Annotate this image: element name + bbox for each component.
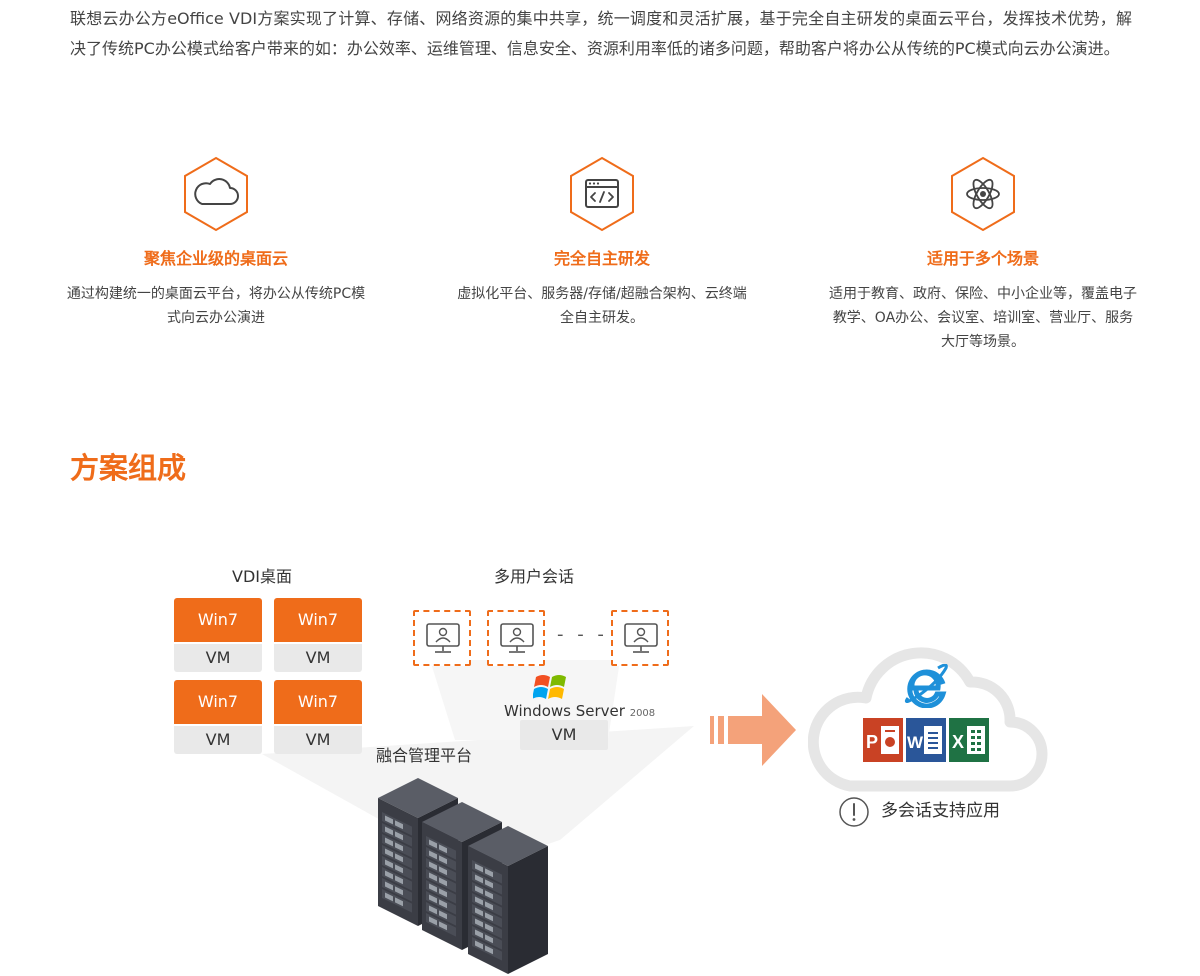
excel-icon: X bbox=[949, 718, 989, 762]
monitor-user-icon bbox=[426, 623, 460, 653]
intro-paragraph: 联想云办公方eOffice VDI方案实现了计算、存储、网络资源的集中共享，统一… bbox=[70, 9, 1132, 58]
feature-list: 聚焦企业级的桌面云 通过构建统一的桌面云平台，将办公从传统PC模式向云办公演进 … bbox=[0, 150, 1200, 370]
vm-label: VM bbox=[274, 726, 362, 754]
vdi-desktop-label: VDI桌面 bbox=[232, 567, 292, 586]
powerpoint-icon: P bbox=[863, 718, 903, 762]
vm-card: Win7 VM bbox=[174, 680, 262, 754]
user-session-box bbox=[611, 610, 669, 666]
svg-text:W: W bbox=[907, 733, 924, 752]
monitor-user-icon bbox=[624, 623, 658, 653]
atom-icon bbox=[951, 156, 1015, 232]
user-session-box bbox=[487, 610, 545, 666]
code-window-icon bbox=[570, 156, 634, 232]
vm-os-label: Win7 bbox=[274, 680, 362, 724]
server-rack-icon bbox=[378, 778, 548, 974]
vm-os-label: Win7 bbox=[174, 680, 262, 724]
feature-title: 适用于多个场景 bbox=[926, 249, 1039, 268]
vm-card: Win7 VM bbox=[174, 598, 262, 672]
multi-session-label: 多用户会话 bbox=[494, 567, 575, 586]
architecture-diagram: VDI桌面 多用户会话 融合管理平台 Win7 VM Win7 VM Win7 … bbox=[0, 540, 1200, 976]
cloud-apps-icon bbox=[808, 647, 1048, 792]
multi-session-note: 多会话支持应用 bbox=[881, 801, 1000, 821]
feature-desc: 通过构建统一的桌面云平台，将办公从传统PC模式向云办公演进 bbox=[66, 286, 366, 326]
feature-item-enterprise-cloud: 聚焦企业级的桌面云 通过构建统一的桌面云平台，将办公从传统PC模式向云办公演进 bbox=[56, 150, 376, 330]
windows-server-version: 2008 bbox=[629, 708, 656, 719]
feature-title: 聚焦企业级的桌面云 bbox=[143, 249, 288, 268]
vm-card: Win7 VM bbox=[274, 598, 362, 672]
user-session-box bbox=[413, 610, 471, 666]
word-icon: W bbox=[906, 718, 946, 762]
vm-os-label: Win7 bbox=[274, 598, 362, 642]
windows-server-name: Windows Server bbox=[504, 702, 625, 720]
svg-text:X: X bbox=[952, 732, 964, 752]
cloud-icon bbox=[184, 156, 248, 232]
vm-label: VM bbox=[274, 644, 362, 672]
feature-item-self-developed: 完全自主研发 虚拟化平台、服务器/存储/超融合架构、云终端全自主研发。 bbox=[442, 150, 762, 330]
info-icon bbox=[839, 797, 869, 827]
right-arrow-icon bbox=[710, 694, 796, 766]
ie-browser-icon bbox=[904, 664, 948, 708]
feature-item-multi-scenario: 适用于多个场景 适用于教育、政府、保险、中小企业等，覆盖电子教学、OA办公、会议… bbox=[823, 150, 1143, 354]
section-title: 方案组成 bbox=[70, 451, 187, 485]
vm-card: Win7 VM bbox=[274, 680, 362, 754]
feature-desc: 适用于教育、政府、保险、中小企业等，覆盖电子教学、OA办公、会议室、培训室、营业… bbox=[829, 286, 1137, 350]
feature-desc: 虚拟化平台、服务器/存储/超融合架构、云终端全自主研发。 bbox=[457, 286, 747, 326]
windows-server-label: Windows Server 2008 bbox=[504, 702, 655, 723]
svg-text:P: P bbox=[866, 732, 878, 752]
windows-logo-icon bbox=[533, 675, 566, 699]
monitor-user-icon bbox=[500, 623, 534, 653]
session-separator: - - - bbox=[557, 624, 608, 645]
platform-label: 融合管理平台 bbox=[376, 746, 473, 765]
vm-label: VM bbox=[174, 726, 262, 754]
vm-label: VM bbox=[174, 644, 262, 672]
server-vm-label: VM bbox=[520, 720, 608, 750]
feature-title: 完全自主研发 bbox=[553, 249, 650, 268]
vm-os-label: Win7 bbox=[174, 598, 262, 642]
